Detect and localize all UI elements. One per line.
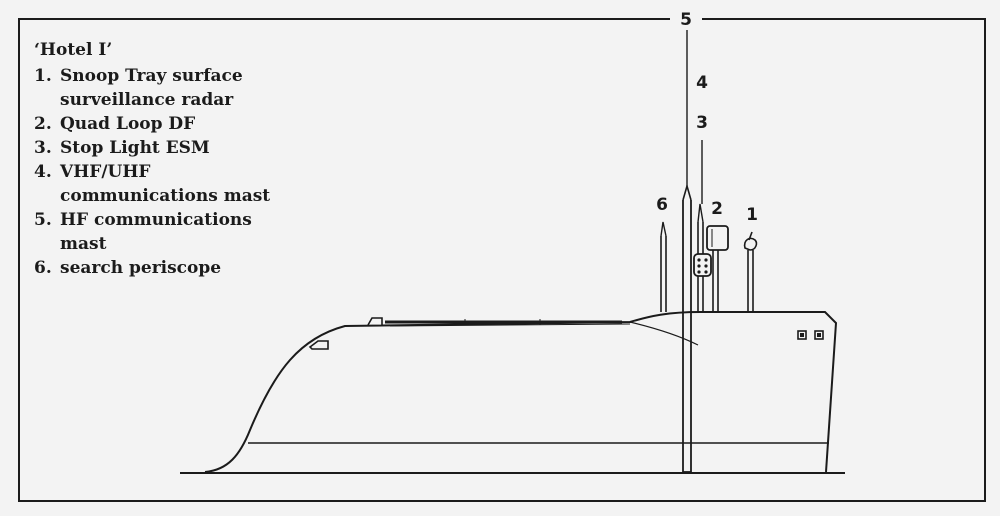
legend: ‘Hotel I’ 1. Snoop Tray surface surveilla…: [34, 40, 334, 280]
legend-item-3-number: 3.: [34, 138, 52, 158]
snoop-tray-radar: [743, 231, 758, 312]
legend-item-5: 5. HF communications mast: [34, 208, 334, 256]
deck-fitting: [367, 317, 383, 326]
legend-item-1-number: 1.: [34, 66, 52, 86]
figure-frame: [18, 18, 986, 502]
frame-gap: [670, 10, 702, 26]
legend-item-3: 3. Stop Light ESM: [34, 136, 334, 160]
legend-item-6-number: 6.: [34, 258, 52, 278]
window: [814, 330, 824, 340]
legend-item-1: 1. Snoop Tray surface surveillance radar: [34, 64, 334, 112]
callout-5: 5: [680, 10, 692, 30]
legend-item-3-text: Stop Light ESM: [60, 138, 210, 158]
legend-title: ‘Hotel I’: [34, 40, 113, 60]
sail-curve: [629, 321, 699, 346]
legend-item-6: 6. search periscope: [34, 256, 334, 280]
window-pane: [800, 333, 804, 337]
window-pane: [817, 333, 821, 337]
legend-item-1-text: Snoop Tray surface surveillance radar: [60, 66, 243, 110]
search-periscope: [660, 221, 667, 312]
legend-item-2-number: 2.: [34, 114, 52, 134]
legend-item-4-number: 4.: [34, 162, 52, 182]
bow-fitting: [308, 340, 329, 350]
stop-light-esm: [693, 140, 712, 277]
callout-1: 1: [746, 205, 758, 225]
legend-item-4-text: VHF/UHF communications mast: [60, 162, 271, 206]
callout-2: 2: [711, 199, 723, 219]
legend-item-5-text: HF communications mast: [60, 210, 252, 254]
legend-item-2: 2. Quad Loop DF: [34, 112, 334, 136]
legend-item-6-text: search periscope: [60, 258, 222, 278]
legend-item-4: 4. VHF/UHF communications mast: [34, 160, 334, 208]
callout-3: 3: [696, 113, 708, 133]
legend-item-5-number: 5.: [34, 210, 52, 230]
deck-line: [389, 323, 631, 327]
window: [797, 330, 807, 340]
callout-6: 6: [656, 195, 668, 215]
hull-outline: [204, 311, 838, 473]
legend-list: 1.Snoop Tray surface surveillance radar …: [34, 64, 334, 280]
callout-4: 4: [696, 73, 708, 93]
quad-loop-df: [706, 225, 729, 312]
hf-communications-mast: [682, 30, 692, 473]
legend-item-2-text: Quad Loop DF: [60, 114, 196, 134]
